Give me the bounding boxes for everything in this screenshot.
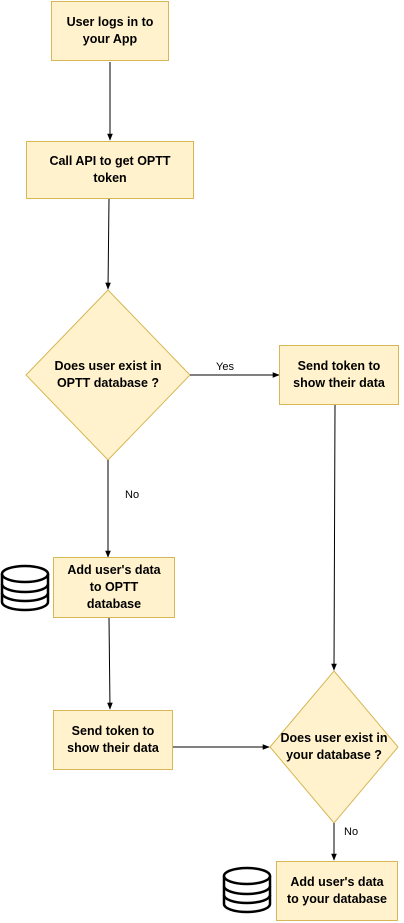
node-exists-optt: Does user exist in OPTT database ? — [54, 359, 162, 390]
node-user-logs-in: User logs in to your App — [51, 1, 169, 61]
edge-send-token-right-to-decision — [331, 404, 337, 671]
node-add-optt-data: Add user's data to OPTT database — [53, 557, 175, 618]
edge-add-optt-to-send-token — [107, 617, 113, 710]
edge-label-no-upper: No — [125, 489, 140, 502]
node-call-api: Call API to get OPTT token — [26, 141, 194, 199]
node-send-token-right: Send token to show their data — [279, 345, 399, 405]
edge-call-api-to-decision — [105, 198, 111, 290]
database-icon — [0, 564, 50, 612]
database-icon — [222, 866, 272, 914]
edge-label-no-lower: No — [344, 826, 359, 839]
node-send-token-left: Send token to show their data — [53, 710, 173, 770]
node-exists-your-db: Does user exist in your database ? — [280, 731, 388, 762]
edge-label-yes: Yes — [216, 361, 234, 374]
node-add-your-data: Add user's data to your database — [276, 861, 398, 921]
